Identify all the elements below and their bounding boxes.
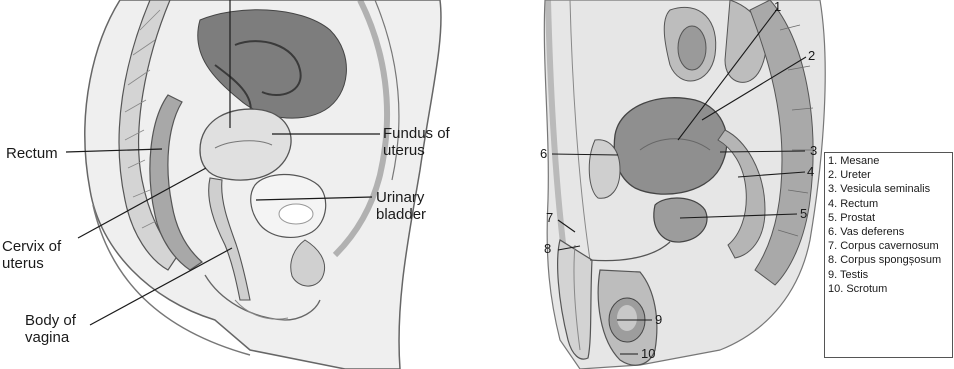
callout-9: 9	[655, 313, 662, 327]
label-vagina-line-1: Body of	[25, 312, 76, 329]
legend-item-3: 3. Vesicula seminalis	[828, 182, 952, 196]
legend-item-5: 5. Prostat	[828, 211, 952, 225]
bladder	[614, 98, 727, 194]
legend-item-7: 7. Corpus cavernosum	[828, 239, 952, 253]
label-fundus-line-1: Fundus of	[383, 125, 450, 142]
label-rectum: Rectum	[6, 145, 58, 162]
legend-item-9: 9. Testis	[828, 268, 952, 282]
callout-1: 1	[774, 0, 781, 14]
label-body-of-vagina: Body of vagina	[25, 312, 76, 346]
callout-7: 7	[546, 211, 553, 225]
label-cervix-of-uterus: Cervix of uterus	[2, 238, 61, 272]
legend-item-1: 1. Mesane	[828, 154, 952, 168]
label-fundus-of-uterus: Fundus of uterus	[383, 125, 450, 159]
label-cervix-line-2: uterus	[2, 255, 61, 272]
label-fundus-line-2: uterus	[383, 142, 450, 159]
callout-3: 3	[810, 144, 817, 158]
legend-item-10: 10. Scrotum	[828, 282, 952, 296]
legend-item-8: 8. Corpus spongșosum	[828, 253, 952, 267]
legend-item-6: 6. Vas deferens	[828, 225, 952, 239]
label-bladder-line-2: bladder	[376, 206, 426, 223]
label-bladder-line-1: Urinary	[376, 189, 426, 206]
female-pelvis-illustration: Rectum Fundus of uterus Urinary bladder …	[0, 0, 480, 369]
callout-10: 10	[641, 347, 655, 361]
label-cervix-line-1: Cervix of	[2, 238, 61, 255]
callout-4: 4	[807, 165, 814, 179]
callout-2: 2	[808, 49, 815, 63]
legend: 1. Mesane 2. Ureter 3. Vesicula seminali…	[824, 152, 953, 358]
legend-item-4: 4. Rectum	[828, 197, 952, 211]
callout-5: 5	[800, 207, 807, 221]
callout-8: 8	[544, 242, 551, 256]
label-urinary-bladder: Urinary bladder	[376, 189, 426, 223]
legend-item-2: 2. Ureter	[828, 168, 952, 182]
label-vagina-line-2: vagina	[25, 329, 76, 346]
callout-6: 6	[540, 147, 547, 161]
